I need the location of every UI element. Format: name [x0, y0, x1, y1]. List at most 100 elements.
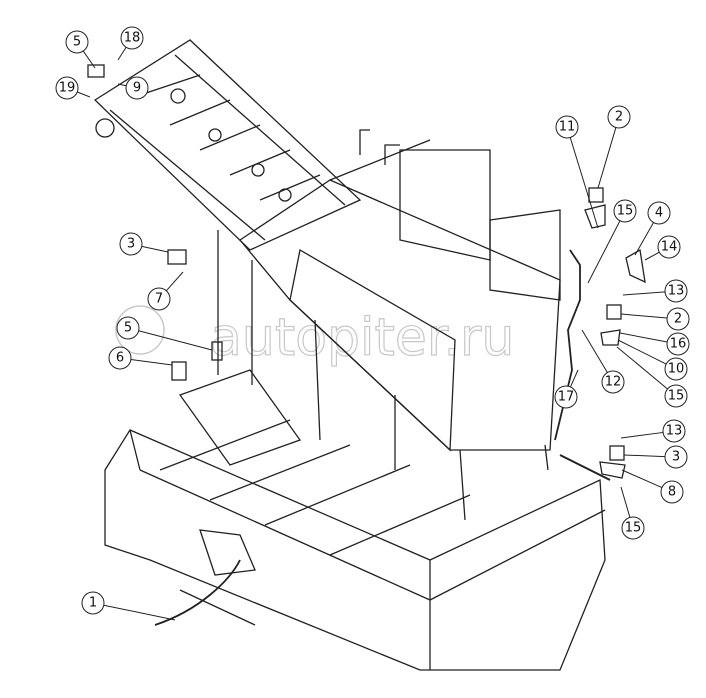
watermark-text: autopiter.ru — [210, 308, 514, 368]
callout-circle — [664, 384, 688, 408]
callout-2: 2 — [620, 307, 690, 331]
leader-line — [581, 329, 608, 373]
callout-number: 11 — [559, 120, 576, 135]
leader-line — [620, 313, 668, 319]
callout-10: 10 — [617, 339, 688, 381]
callout-number: 8 — [668, 485, 676, 500]
base-frame — [104, 429, 606, 671]
callout-circle — [613, 199, 637, 223]
part-3-lower — [609, 445, 625, 461]
machine-frame — [87, 39, 646, 671]
callout-circle — [55, 76, 79, 100]
callout-circle — [621, 516, 645, 540]
callout-4: 4 — [634, 201, 671, 256]
leader-line — [117, 47, 127, 61]
callout-circle — [657, 235, 681, 259]
leader-line — [569, 137, 599, 229]
leader-line — [77, 91, 91, 98]
leader-line — [587, 220, 621, 284]
callout-circle — [125, 76, 149, 100]
callout-number: 9 — [133, 81, 141, 96]
leader-line — [570, 369, 579, 388]
callout-number: 15 — [668, 389, 685, 404]
part-5-lower — [211, 341, 223, 361]
callout-number: 1 — [89, 596, 97, 611]
callout-circle — [119, 232, 143, 256]
callout-number: 19 — [59, 81, 76, 96]
callout-circle — [664, 445, 688, 469]
callout-number: 18 — [124, 31, 141, 46]
callout-number: 15 — [617, 204, 634, 219]
leader-line — [620, 486, 631, 518]
callout-3: 3 — [623, 445, 688, 469]
callout-19: 19 — [55, 76, 91, 100]
part-11-bracket — [584, 204, 606, 229]
callout-8: 8 — [621, 469, 684, 504]
callout-5: 5 — [65, 30, 96, 69]
part-4-plate — [625, 248, 646, 284]
part-3-reflector — [167, 249, 187, 265]
callout-number: 13 — [668, 284, 685, 299]
part-10-bracket — [600, 329, 621, 346]
leader-line — [634, 222, 654, 256]
leader-line — [620, 431, 664, 439]
callout-15: 15 — [616, 346, 688, 408]
callout-1: 1 — [81, 591, 176, 621]
callout-15: 15 — [620, 486, 645, 540]
leader-line — [103, 604, 176, 621]
hitch-bracket — [199, 529, 256, 576]
callout-circle — [607, 105, 631, 129]
callout-number: 12 — [605, 375, 622, 390]
callout-circle — [555, 115, 579, 139]
callout-number: 5 — [73, 35, 81, 50]
leader-line — [597, 127, 617, 189]
callout-number: 15 — [625, 521, 642, 536]
callout-13: 13 — [622, 279, 688, 303]
callout-number: 2 — [674, 312, 682, 327]
callout-3: 3 — [119, 232, 169, 256]
callout-circle — [666, 307, 690, 331]
leader-line — [621, 469, 663, 489]
callout-12: 12 — [581, 329, 625, 394]
leader-line — [616, 346, 668, 390]
callout-circle — [601, 370, 625, 394]
leader-line — [165, 271, 184, 292]
callout-number: 3 — [127, 237, 135, 252]
callout-number: 10 — [668, 362, 685, 377]
callout-6: 6 — [108, 346, 173, 370]
callout-number: 17 — [558, 390, 575, 405]
callout-number: 13 — [666, 424, 683, 439]
leader-line — [617, 339, 667, 365]
watermark: autopiter.ru — [115, 305, 515, 369]
callout-number: 7 — [155, 292, 163, 307]
callout-circle — [108, 346, 132, 370]
callout-16: 16 — [619, 332, 690, 356]
callout-7: 7 — [147, 271, 184, 311]
part-6-bracket — [171, 361, 187, 381]
leader-line — [117, 83, 127, 87]
part-5-reflector — [87, 64, 105, 78]
part-2-reflector — [588, 187, 604, 203]
callout-17: 17 — [554, 369, 579, 409]
callout-circle — [660, 480, 684, 504]
callout-circle — [116, 316, 140, 340]
callout-circle — [81, 591, 105, 615]
callout-number: 16 — [670, 337, 687, 352]
callout-circle — [666, 332, 690, 356]
leader-line — [623, 454, 666, 458]
part-2-lower — [606, 304, 622, 320]
callout-number: 6 — [116, 351, 124, 366]
callout-11: 11 — [555, 115, 599, 229]
leader-line — [130, 358, 173, 366]
callout-number: 4 — [655, 206, 663, 221]
callout-13: 13 — [620, 419, 686, 443]
part-8-bracket — [599, 461, 626, 479]
leader-line — [619, 332, 668, 343]
callout-circle — [65, 30, 89, 54]
platform — [178, 369, 302, 466]
callout-circle — [120, 26, 144, 50]
callout-circle — [147, 287, 171, 311]
